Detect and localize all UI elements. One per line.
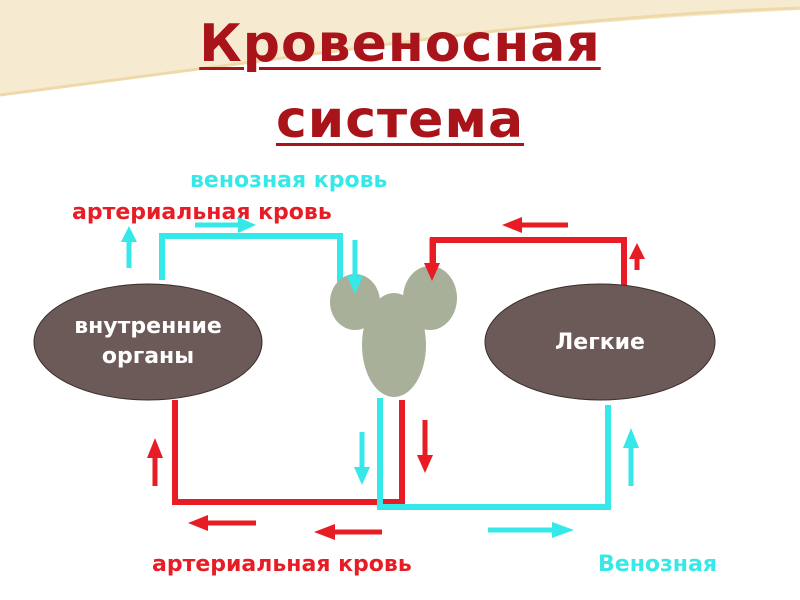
label-arterial-bottom: артериальная кровь xyxy=(152,552,412,577)
arrow-cyan-right-top xyxy=(195,217,256,233)
internal-organs-label-line2: органы xyxy=(101,344,195,369)
heart-shape xyxy=(330,266,457,397)
artery-line-left-bottom xyxy=(172,400,405,505)
artery-line-right-top xyxy=(430,237,627,290)
page-title-line1: Кровеносная xyxy=(199,14,601,74)
arrow-cyan-down-lower xyxy=(354,432,370,485)
vein-line-right-bottom xyxy=(377,398,611,510)
label-arterial-top: артериальная кровь xyxy=(72,200,332,225)
arrow-red-up-right xyxy=(629,243,645,270)
arrow-cyan-up-right xyxy=(623,428,639,486)
background-swoosh xyxy=(0,0,800,97)
vein-line-left-top xyxy=(159,233,343,282)
lungs-label: Легкие xyxy=(555,330,645,355)
arrow-cyan-down-heart xyxy=(347,240,363,294)
label-venous-top: венозная кровь xyxy=(190,168,388,193)
internal-organs-label: внутренние органы xyxy=(40,312,256,372)
internal-organs-label-line1: внутренние xyxy=(74,314,222,339)
arrow-red-left-bottom-mid xyxy=(314,524,382,540)
label-venous-bottom: Венозная xyxy=(598,552,717,577)
arrow-red-left-bottom xyxy=(188,515,256,531)
arrow-red-up-left xyxy=(147,438,163,486)
arrow-red-down-lower xyxy=(417,420,433,473)
arrow-cyan-right-bottom xyxy=(488,522,574,538)
page-title-line2: система xyxy=(275,90,525,150)
internal-organs-ellipse xyxy=(33,283,263,401)
lungs-ellipse xyxy=(484,283,716,401)
arrow-red-left-top xyxy=(502,217,568,233)
arrow-red-down-heart xyxy=(424,238,440,281)
arrow-cyan-up-left xyxy=(121,226,137,268)
